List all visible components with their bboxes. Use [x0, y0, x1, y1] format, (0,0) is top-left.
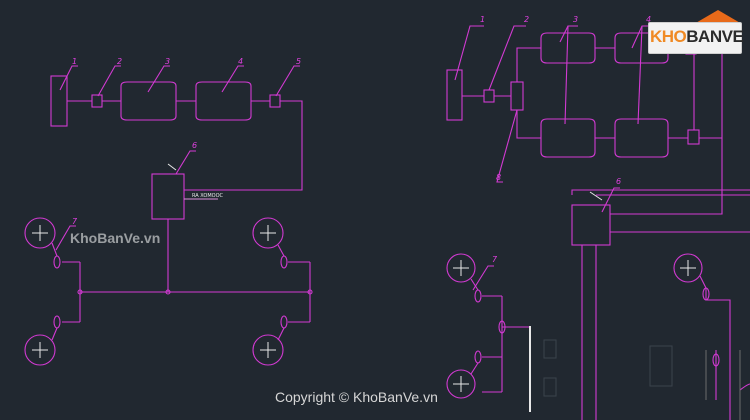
logo-roof-icon	[694, 10, 742, 24]
left-sprinkler-tl	[24, 217, 56, 249]
left-pump-block	[50, 75, 68, 127]
logo-text: KHOBANVE	[650, 27, 744, 47]
logo-part-1: KHO	[650, 27, 687, 46]
left-control-box-6	[151, 173, 185, 220]
left-label-5: 5	[296, 57, 301, 66]
left-label-4: 4	[238, 57, 243, 66]
right-label-2: 2	[524, 15, 529, 24]
logo-box	[648, 22, 742, 54]
right-fitting-2	[483, 89, 495, 103]
left-fitting-2	[91, 94, 103, 108]
left-labels: 1 2 3 4 5 6 7 RA XOMOOC	[72, 57, 301, 226]
left-sprinkler-tr	[252, 217, 284, 249]
right-sprinkler-edge	[673, 253, 703, 283]
right-labels: 1 2 3 4 6 7 8	[480, 15, 651, 264]
right-scheme	[446, 25, 750, 420]
left-sprinkler-br	[252, 334, 284, 366]
left-label-6: 6	[192, 141, 197, 150]
right-label-7: 7	[492, 255, 498, 264]
right-label-6: 6	[616, 177, 621, 186]
logo-part-2: BANVE	[686, 27, 744, 46]
right-splitter-8	[510, 81, 524, 111]
left-tank-3	[120, 81, 177, 121]
right-tank-3-lower	[540, 118, 596, 158]
right-tank-3-upper	[540, 32, 596, 64]
left-label-7: 7	[72, 217, 78, 226]
right-label-8: 8	[496, 173, 501, 182]
left-sprinkler-bl	[24, 334, 56, 366]
left-scheme	[24, 65, 313, 366]
right-control-box-6	[571, 204, 611, 246]
right-label-3: 3	[573, 15, 578, 24]
right-sprinkler-top	[446, 253, 476, 283]
left-label-1: 1	[72, 57, 77, 66]
copyright-text: Copyright © KhoBanVe.vn	[275, 389, 438, 405]
right-tank-4-lower	[614, 118, 669, 158]
left-label-2: 2	[117, 57, 122, 66]
site-logo[interactable]: KHOBANVE	[644, 8, 744, 56]
left-tank-4	[195, 81, 252, 121]
right-label-4: 4	[646, 15, 651, 24]
right-sprinkler-bottom	[446, 369, 476, 399]
right-pump-block	[446, 69, 463, 121]
watermark-text: KhoBanVe.vn	[70, 230, 161, 246]
right-tank-4-upper	[614, 32, 669, 64]
left-valve-5	[269, 94, 281, 108]
faint-geometry	[543, 339, 673, 397]
white-accents	[32, 163, 741, 420]
outlet-text: RA XOMOOC	[192, 193, 224, 199]
left-label-3: 3	[165, 57, 170, 66]
right-label-1: 1	[480, 15, 485, 24]
